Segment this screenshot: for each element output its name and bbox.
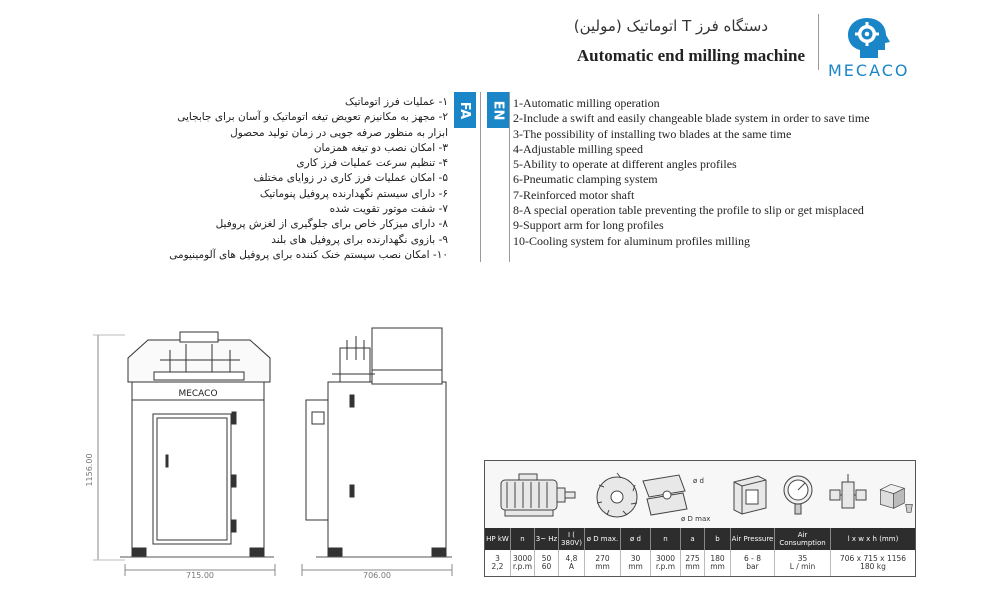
list-item: ۱۰- امکان نصب سیستم خنک کننده برای پروفی… [169,248,448,261]
features-fa-list: ۱- عملیات فرز اتوماتیک ۲- مجهز به مکانیز… [169,95,448,263]
spec-value-cell: 3000 r.p.m [651,550,681,576]
list-item: ۴- تنظیم سرعت عملیات فرز کاری [296,157,448,170]
list-item: ۱- عملیات فرز اتوماتیک [345,96,448,108]
spec-header-cell: b [705,528,731,550]
header-divider [818,14,819,70]
list-item: 5-Ability to operate at different angles… [513,157,737,172]
spec-header-cell: 3~ Hz [535,528,559,550]
spec-header-cell: Air Pressure [731,528,775,550]
spec-value-cell: 3 2,2 [485,550,511,576]
tab-en: EN [487,92,509,128]
section-divider [480,92,481,262]
front-logo-text: MECACO [178,389,217,399]
spec-value-row: 3 2,2 3000 r.p.m 50 60 4,8 A 270 mm 30 m… [485,550,915,576]
list-item: 7-Reinforced motor shaft [513,187,635,202]
spec-header-cell: l x w x h (mm) [847,535,899,543]
list-item: ۹- بازوی نگهدارنده برای پروفیل های بلند [271,233,448,246]
profile-icon [733,474,767,515]
spec-value-cell: 35 L / min [775,550,831,576]
section-divider [509,92,510,262]
list-item: ۸- دارای میزکار خاص برای جلوگیری از لغزش… [215,218,448,231]
spec-value-cell: 275 mm [681,550,705,576]
spec-header-cell: ø d [621,528,651,550]
list-item: 9-Support arm for long profiles [513,218,664,233]
spec-header-cell: ø D max. [585,528,621,550]
air-valve-icon [829,473,866,508]
cutter-blade-icon: ø d ø D max [596,472,710,523]
box-cell [875,461,915,528]
air-cell [820,461,875,528]
list-item: ابزار به منظور صرفه جویی در زمان تولید م… [230,126,448,139]
dimension-weight-icon [879,483,913,513]
height-dimension-label: 1156.00 [85,453,94,486]
list-item: 2-Include a swift and easily changeable … [513,111,870,126]
blade-cell: ø d ø D max [585,461,725,528]
profile-cell [725,461,775,528]
front-width-dimension-label: 715.00 [186,571,214,580]
title-fa: دستگاه فرز T اتوماتیک (مولین) [573,17,768,35]
list-item: ۵- امکان عملیات فرز کاری در زوایای مختلف [253,172,448,185]
list-item: ۷- شفت موتور تقویت شده [329,203,448,216]
spec-value-cell: 706 x 715 x 1156 180 kg [839,553,907,571]
pressure-cell [775,461,820,528]
motor-icon [500,473,576,516]
spec-value-cell: 180 mm [705,550,731,576]
features-en-list: 1-Automatic milling operation 2-Include … [513,96,870,249]
list-item: 3-The possibility of installing two blad… [513,126,792,141]
gear-head-logo-icon [848,18,890,58]
title-en: Automatic end milling machine [576,46,805,65]
spec-value-cell: 3000 r.p.m [511,550,535,576]
side-width-dimension-label: 706.00 [363,571,391,580]
spec-header-cell: HP kW [485,528,511,550]
spec-value-cell: 50 60 [535,550,559,576]
list-item: 10-Cooling system for aluminum profiles … [513,233,750,248]
spec-header-cell: a [681,528,705,550]
list-item: ۲- مجهز به مکانیزم تعویض تیغه اتوماتیک و… [177,111,448,124]
list-item: 6-Pneumatic clamping system [513,172,658,187]
list-item: ۶- دارای سیستم نگهدارنده پروفیل پنوماتیک [259,187,448,200]
od-label: ø d [693,477,704,485]
spec-value-cell: 30 mm [621,550,651,576]
spec-header-row: HP kW n 3~ Hz I ( 380V) ø D max. ø d n a… [485,528,915,550]
list-item: 4-Adjustable milling speed [513,141,643,156]
list-item: 1-Automatic milling operation [513,96,660,110]
spec-value-cell: 4,8 A [559,550,585,576]
spec-table: ø d ø D max [484,460,916,577]
list-item: 8-A special operation table preventing t… [513,203,864,218]
spec-header-cell: n [511,528,535,550]
spec-value-cell: 270 mm [585,550,621,576]
machine-drawing: MECACO 1156.00 715.00 706.00 [85,327,453,580]
spec-value-cell: 6 - 8 bar [731,550,775,576]
logo-text: MECACO [828,61,910,80]
pressure-gauge-icon [783,475,812,514]
spec-header-cell: Air Consumption [775,528,831,550]
spec-header-cell: I ( 380V) [559,528,585,550]
motor-cell [485,461,585,528]
list-item: ۳- امکان نصب دو تیغه همزمان [313,141,448,154]
spec-icon-row: ø d ø D max [485,461,915,528]
od-max-label: ø D max [681,515,710,523]
tab-fa: FA [454,92,476,128]
spec-header-cell: n [651,528,681,550]
